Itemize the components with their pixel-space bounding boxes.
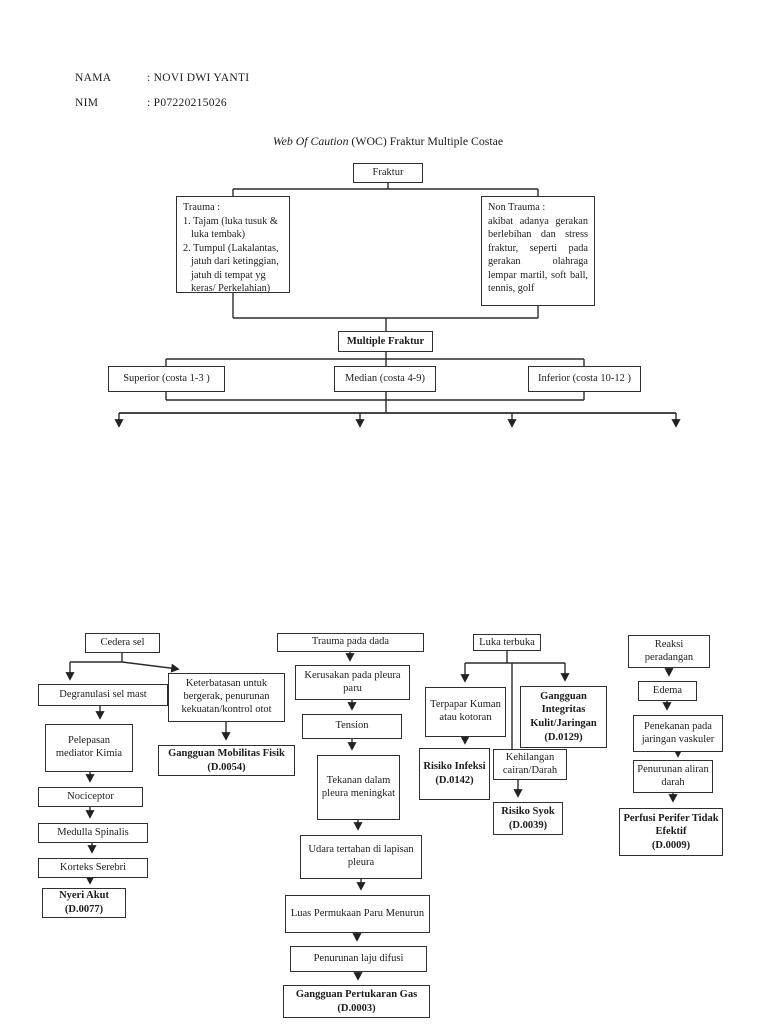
diagnosis-code: (D.0077) xyxy=(64,904,104,915)
node-luka-terbuka: Luka terbuka xyxy=(473,634,541,651)
node-inferior: Inferior (costa 10-12 ) xyxy=(528,366,641,392)
nama-value: : NOVI DWI YANTI xyxy=(147,72,250,84)
title-italic: Web Of Caution xyxy=(272,134,349,148)
node-kehilangan-cairan: Kehilangan cairan/Darah xyxy=(493,749,567,780)
non-trauma-heading: Non Trauma : xyxy=(488,202,546,213)
top-connectors xyxy=(114,183,681,428)
node-keterbatasan-bergerak: Keterbatasan untuk bergerak, penurunan k… xyxy=(168,673,285,722)
node-penurunan-aliran-darah: Penurunan aliran darah xyxy=(633,760,713,793)
diagnosis-code: (D.0054) xyxy=(207,761,246,773)
node-tekanan-pleura-meningkat: Tekanan dalam pleura meningkat xyxy=(317,755,400,820)
node-penekanan-jaringan-vaskuler: Penekanan pada jaringan vaskuler xyxy=(633,715,723,752)
diagnosis-label: Risiko Infeksi xyxy=(423,761,486,773)
diagnosis-label: Gangguan Mobilitas Fisik xyxy=(168,747,285,759)
diagnosis-code: (D.0142) xyxy=(435,775,474,786)
node-degranulasi-sel-mast: Degranulasi sel mast xyxy=(38,684,168,706)
node-tension: Tension xyxy=(302,714,402,739)
diagnosis-code: (D.0003) xyxy=(337,1002,376,1014)
node-trauma: Trauma : 1. Tajam (luka tusuk & luka tem… xyxy=(176,196,290,295)
node-kerusakan-pleura-paru: Kerusakan pada pleura paru xyxy=(295,665,410,700)
node-reaksi-peradangan: Reaksi peradangan xyxy=(628,635,710,668)
nim-label: NIM xyxy=(75,97,99,109)
node-medulla-spinalis: Medulla Spinalis xyxy=(38,823,148,843)
diagram-title: Web Of Caution (WOC) Fraktur Multiple Co… xyxy=(60,134,716,149)
node-non-trauma: Non Trauma : akibat adanya gerakan berle… xyxy=(481,196,595,306)
node-korteks-serebri: Korteks Serebri xyxy=(38,858,148,878)
nama-label: NAMA xyxy=(75,72,112,84)
trauma-heading: Trauma : xyxy=(183,202,221,213)
node-superior: Superior (costa 1-3 ) xyxy=(108,366,225,392)
node-multiple-fraktur: Multiple Fraktur xyxy=(338,331,433,352)
node-trauma-pada-dada: Trauma pada dada xyxy=(277,633,424,652)
diagnosis-label: Gangguan Integritas Kulit/Jaringan xyxy=(530,690,597,729)
non-trauma-body: akibat adanya gerakan berlebihan dan str… xyxy=(488,215,588,295)
diagnosis-label: Perfusi Perifer Tidak Efektif xyxy=(623,812,719,838)
node-gangguan-mobilitas-fisik: Gangguan Mobilitas Fisik (D.0054) xyxy=(158,745,295,776)
node-pelepasan-mediator-kimia: Pelepasan mediator Kimia xyxy=(45,724,133,772)
diagnosis-code: (D.0129) xyxy=(544,731,583,743)
node-nyeri-akut: Nyeri Akut (D.0077) xyxy=(42,888,126,918)
node-cedera-sel: Cedera sel xyxy=(85,633,160,653)
node-penurunan-laju-difusi: Penurunan laju difusi xyxy=(290,946,427,972)
trauma-item-2: 2. Tumpul (Lakalantas, jatuh dari keting… xyxy=(183,242,279,295)
node-udara-tertahan: Udara tertahan di lapisan pleura xyxy=(300,835,422,879)
node-luas-permukaan-paru: Luas Permukaan Paru Menurun xyxy=(285,895,430,933)
node-risiko-infeksi: Risiko Infeksi (D.0142) xyxy=(419,748,490,800)
node-edema: Edema xyxy=(638,681,697,701)
node-median: Median (costa 4-9) xyxy=(334,366,436,392)
pathway-connectors xyxy=(65,651,683,981)
node-gangguan-pertukaran-gas: Gangguan Pertukaran Gas (D.0003) xyxy=(283,985,430,1018)
node-terpapar-kuman: Terpapar Kuman atau kotoran xyxy=(425,687,506,737)
trauma-item-1: 1. Tajam (luka tusuk & luka tembak) xyxy=(183,215,278,241)
diagnosis-code: (D.0039) xyxy=(508,819,548,831)
node-fraktur: Fraktur xyxy=(353,163,423,183)
node-risiko-syok: Risiko Syok (D.0039) xyxy=(493,802,563,835)
title-rest: (WOC) Fraktur Multiple Costae xyxy=(348,134,504,148)
diagnosis-code: (D.0009) xyxy=(651,839,691,851)
nim-value: : P07220215026 xyxy=(147,97,227,109)
diagnosis-label: Nyeri Akut xyxy=(59,890,109,902)
diagnosis-label: Risiko Syok xyxy=(501,805,555,817)
node-nociceptor: Nociceptor xyxy=(38,787,143,807)
node-gangguan-integritas-kulit: Gangguan Integritas Kulit/Jaringan (D.01… xyxy=(520,686,607,748)
node-perfusi-perifer: Perfusi Perifer Tidak Efektif (D.0009) xyxy=(619,808,723,856)
diagnosis-label: Gangguan Pertukaran Gas xyxy=(295,988,418,1000)
